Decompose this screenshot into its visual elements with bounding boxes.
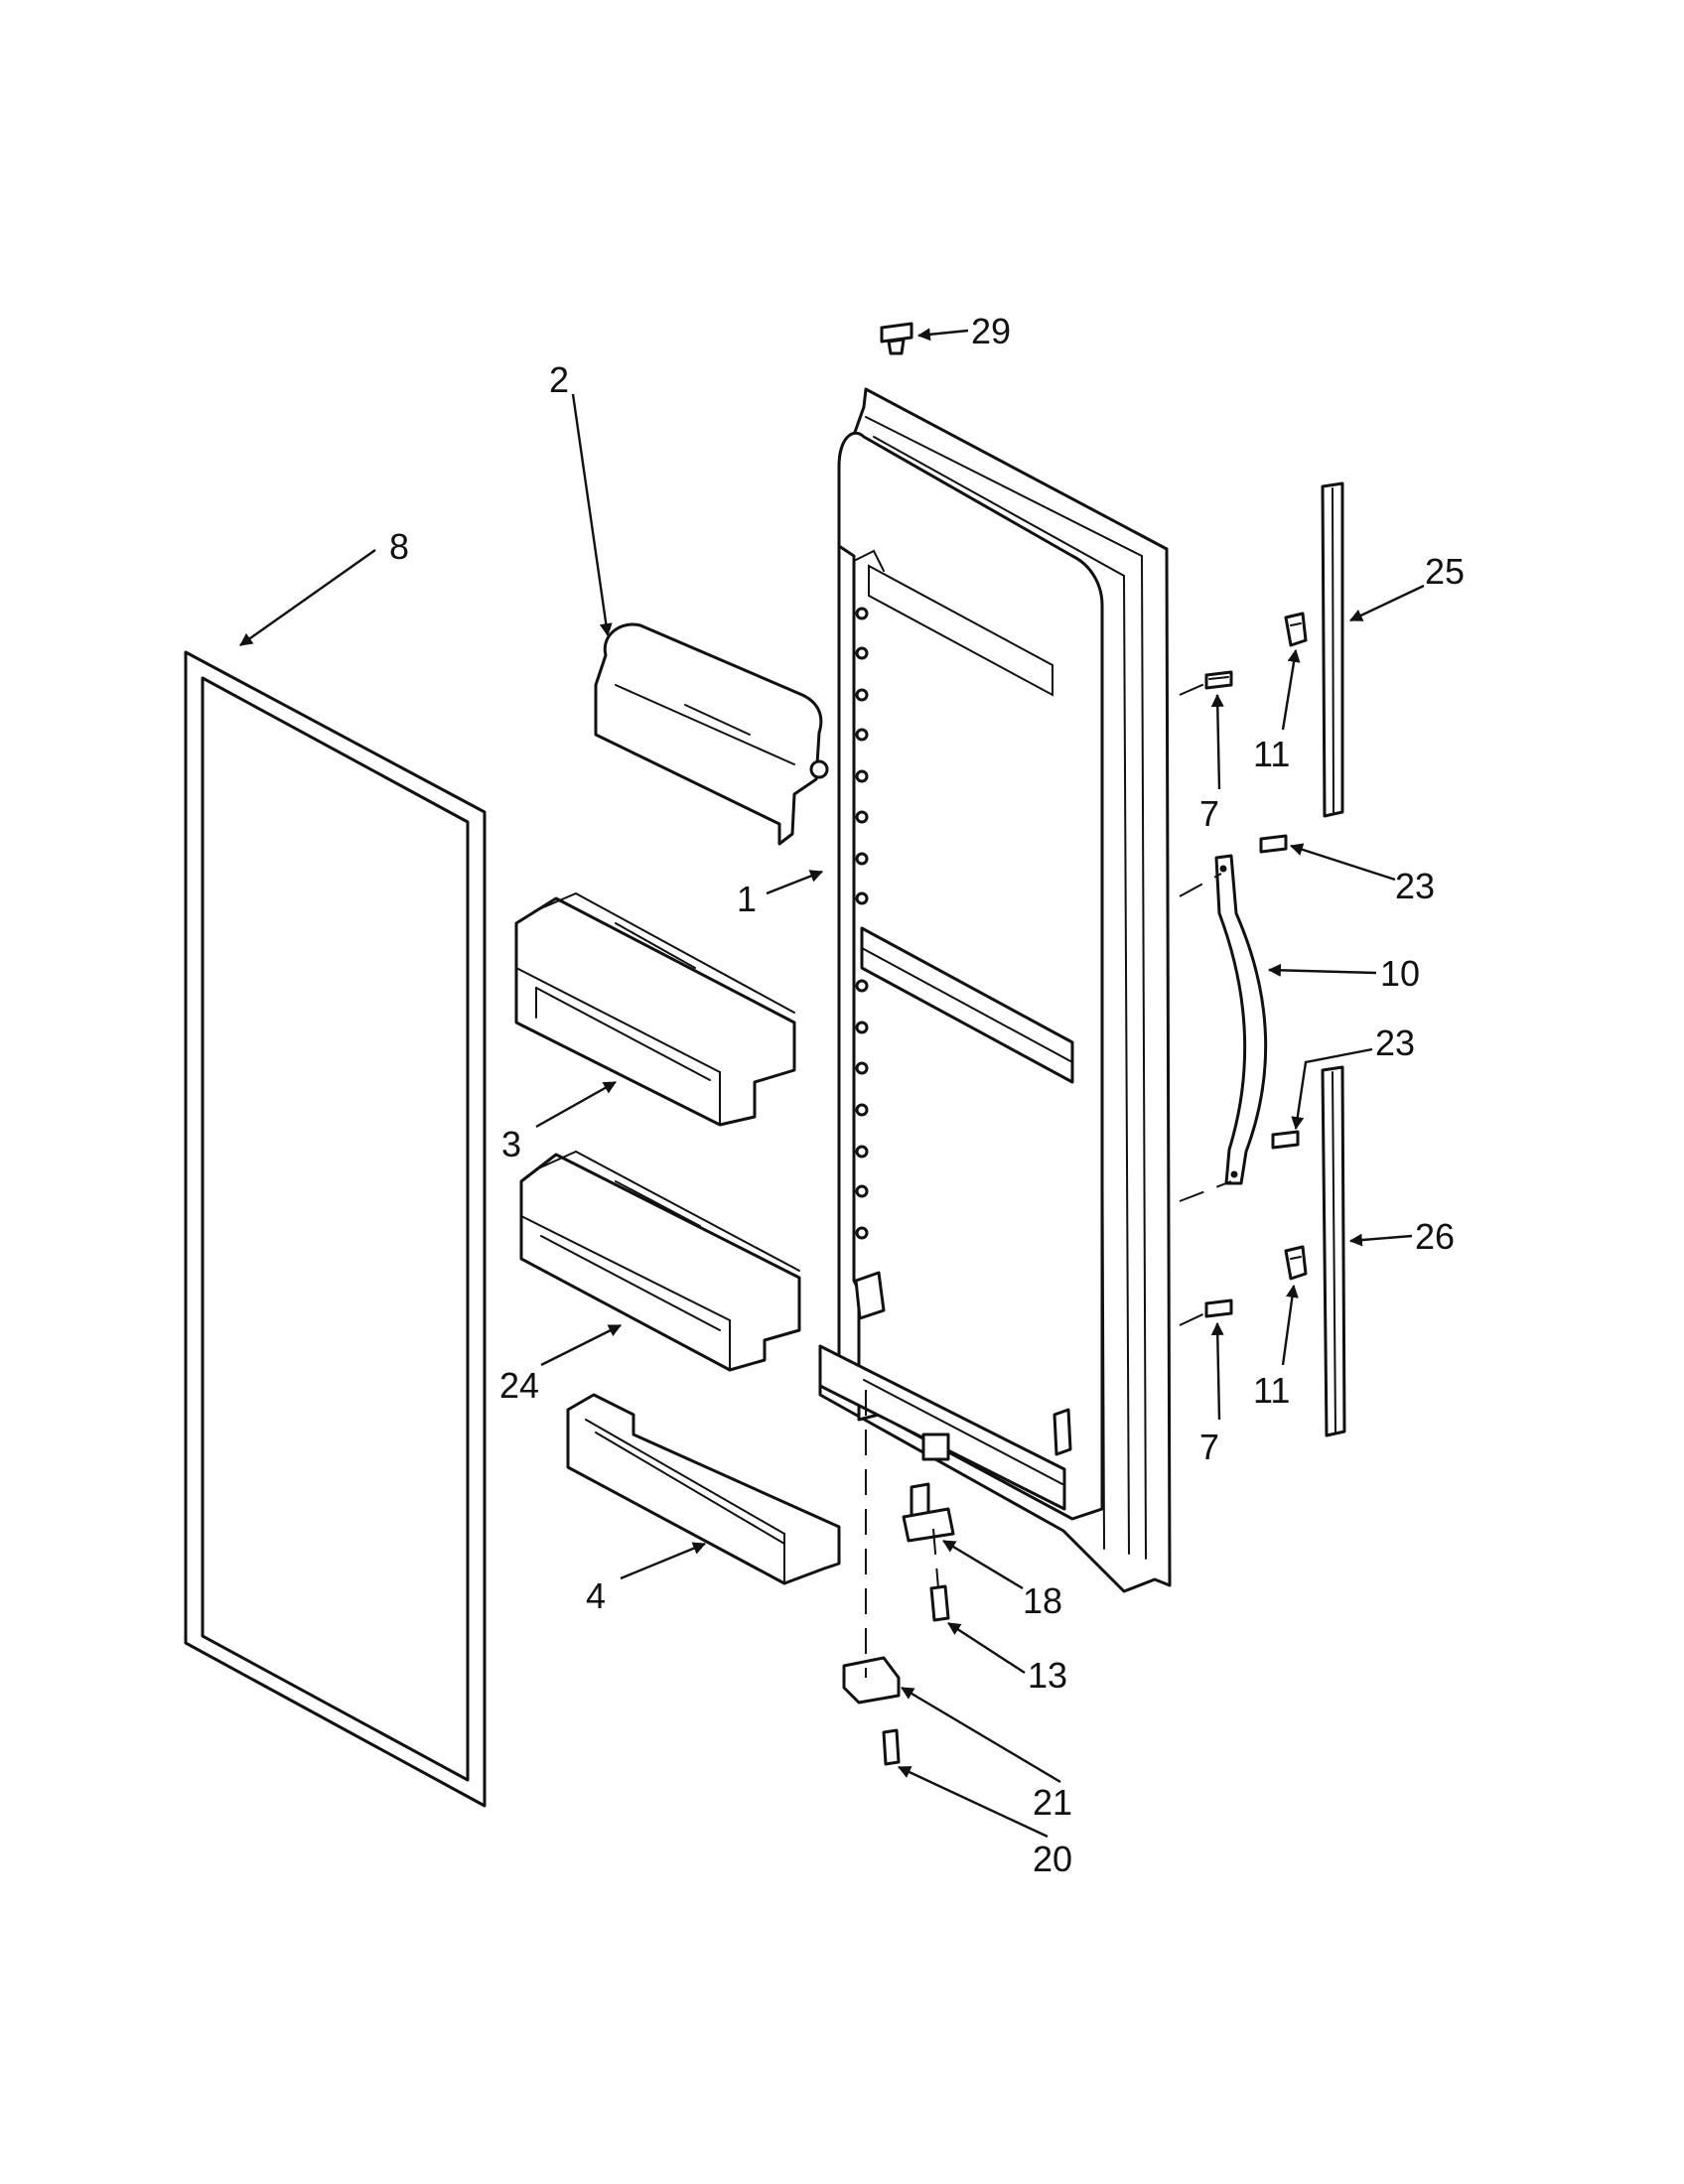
door-bin-upper bbox=[514, 891, 796, 1127]
hinge-pin bbox=[902, 1482, 955, 1543]
hinge-bracket bbox=[842, 1656, 901, 1705]
callout-3: 3 bbox=[501, 1124, 521, 1164]
dairy-door bbox=[594, 622, 829, 846]
callout-18: 18 bbox=[1023, 1580, 1062, 1621]
handle-screw-upper bbox=[1259, 834, 1288, 854]
callout-25: 25 bbox=[1425, 551, 1465, 592]
door-trim-lower bbox=[1321, 1065, 1346, 1437]
callout-2: 2 bbox=[549, 359, 569, 400]
callout-8: 8 bbox=[389, 526, 409, 567]
callout-13: 13 bbox=[1028, 1655, 1067, 1696]
door-bin-lower bbox=[519, 1150, 801, 1372]
callout-11-lower: 11 bbox=[1253, 1370, 1290, 1411]
callout-21: 21 bbox=[1033, 1782, 1072, 1823]
door-plug bbox=[880, 322, 913, 355]
callout-26: 26 bbox=[1415, 1216, 1455, 1257]
callout-20: 20 bbox=[1033, 1839, 1072, 1879]
handle-screw-lower bbox=[1271, 1130, 1300, 1150]
leader-lines bbox=[239, 328, 1425, 1839]
callout-23-lower: 23 bbox=[1375, 1023, 1415, 1063]
bracket-screw bbox=[882, 1728, 901, 1766]
door-handle bbox=[1214, 854, 1268, 1185]
door-rail bbox=[566, 1393, 841, 1585]
trim-clip-upper bbox=[1284, 612, 1308, 647]
callout-24: 24 bbox=[499, 1365, 539, 1406]
callout-29: 29 bbox=[971, 311, 1011, 351]
liner-holes bbox=[855, 607, 869, 1240]
door-gasket bbox=[184, 650, 487, 1808]
callout-7-upper: 7 bbox=[1199, 793, 1219, 834]
callout-10: 10 bbox=[1380, 953, 1420, 994]
trim-clip-lower bbox=[1284, 1245, 1308, 1281]
callout-4: 4 bbox=[586, 1575, 606, 1616]
callout-1: 1 bbox=[737, 879, 757, 919]
screw-upper bbox=[1204, 670, 1233, 690]
callout-11-upper: 11 bbox=[1253, 734, 1290, 774]
callout-labels: 29 2 8 25 11 7 1 23 10 23 3 26 24 11 7 4… bbox=[389, 311, 1465, 1879]
callout-7-lower: 7 bbox=[1199, 1427, 1219, 1467]
screw-lower bbox=[1204, 1298, 1233, 1318]
door-trim-upper bbox=[1321, 481, 1344, 818]
alignment-lines bbox=[865, 680, 1232, 1678]
door-liner bbox=[818, 387, 1172, 1593]
callout-23-upper: 23 bbox=[1395, 866, 1435, 906]
hinge-screw bbox=[929, 1584, 950, 1622]
